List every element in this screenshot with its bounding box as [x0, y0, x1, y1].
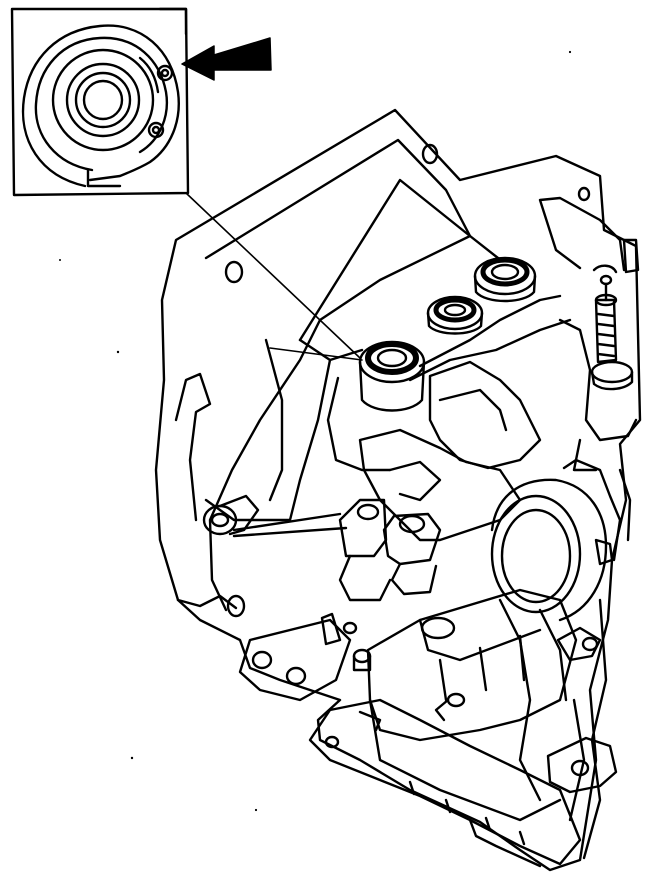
inset-frame — [10, 7, 190, 197]
seal-guide-shaft — [428, 360, 542, 470]
main-bore — [490, 458, 622, 622]
case-outer-flange — [154, 108, 642, 872]
seal-guide-inner — [438, 388, 508, 432]
seal-plate-tab — [86, 168, 122, 188]
left-pin — [202, 494, 348, 538]
right-stud — [594, 538, 614, 566]
seal-plate-outer — [21, 24, 180, 188]
right-shelf — [538, 196, 626, 272]
right-lower-body — [572, 438, 632, 542]
leader-line-1 — [185, 192, 361, 359]
flange-hole-bottom — [226, 594, 246, 618]
cavity-rib — [264, 338, 284, 502]
right-pin-body — [622, 238, 640, 274]
seal-ring-mid — [65, 62, 141, 138]
flange-hole-right-top — [577, 186, 591, 202]
inset-detail — [10, 7, 190, 197]
seal-upper — [473, 256, 537, 303]
scan-specks — [59, 50, 572, 812]
right-lower-wall-inner — [568, 698, 586, 822]
small-tube — [556, 626, 602, 662]
seal-lower — [358, 340, 426, 412]
lower-brace — [498, 598, 568, 802]
arrow-left-icon — [181, 37, 272, 81]
seal-plate-inner — [34, 36, 169, 172]
lower-left-bracket — [238, 612, 358, 702]
case-ridge — [328, 294, 562, 368]
right-bolt — [590, 264, 634, 391]
inset-hole-upper-center — [160, 68, 170, 78]
flange-hole-left — [224, 260, 244, 284]
inset-hole-lower-center — [151, 125, 161, 135]
small-nut — [352, 648, 372, 672]
case-flange-edge-left — [174, 372, 212, 522]
center-block-detail — [388, 460, 442, 502]
inset-hole-lower — [147, 121, 165, 139]
inset-corner-fold — [158, 7, 188, 36]
inset-arc-detail — [138, 56, 160, 94]
seal-bore — [82, 79, 124, 121]
lower-body — [366, 588, 578, 822]
seal-guide-left — [326, 376, 392, 472]
seal-ring-inner — [74, 71, 132, 129]
inset-hole-upper — [156, 64, 174, 82]
seal-middle — [426, 295, 484, 335]
right-lower-wall — [582, 598, 608, 860]
cavity-back-wall — [298, 178, 500, 342]
case-ridge-lower — [408, 318, 572, 382]
middle-posts — [338, 498, 442, 602]
flange-hole-top — [421, 143, 439, 165]
seal-ring-outer — [51, 48, 155, 152]
transaxle-case-icon — [154, 108, 642, 872]
right-body — [558, 318, 638, 442]
cavity-floor — [204, 338, 332, 522]
leader-lines — [185, 192, 363, 361]
leader-line-2 — [269, 347, 363, 361]
bottom-flange — [308, 698, 582, 868]
